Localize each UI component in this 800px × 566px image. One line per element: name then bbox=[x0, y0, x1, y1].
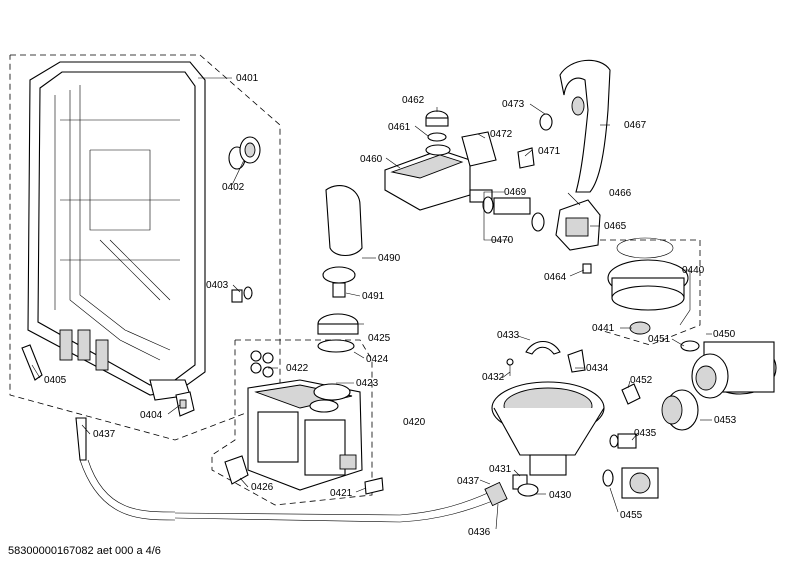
callout-0490: 0490 bbox=[378, 253, 401, 264]
callout-0466: 0466 bbox=[609, 188, 632, 199]
leader-lines bbox=[31, 77, 712, 530]
callout-0460: 0460 bbox=[360, 154, 383, 165]
small-connector-0403 bbox=[231, 286, 253, 303]
callout-0405: 0405 bbox=[44, 375, 67, 386]
valve-0465 bbox=[555, 199, 601, 274]
callout-0435: 0435 bbox=[634, 428, 657, 439]
seals-0422 bbox=[250, 350, 274, 378]
sensor-0435 bbox=[609, 433, 637, 449]
callout-0403: 0403 bbox=[206, 280, 229, 291]
callout-0423: 0423 bbox=[356, 378, 379, 389]
callout-0437-right: 0437 bbox=[457, 476, 480, 487]
callout-0430: 0430 bbox=[549, 490, 572, 501]
callout-0452: 0452 bbox=[630, 375, 653, 386]
cover-0433 bbox=[525, 340, 561, 355]
callout-0471: 0471 bbox=[538, 146, 561, 157]
fitting-0453 bbox=[661, 389, 699, 431]
callout-0470: 0470 bbox=[491, 235, 514, 246]
bellows-seal bbox=[228, 136, 261, 170]
callout-0450: 0450 bbox=[713, 329, 736, 340]
callout-0467: 0467 bbox=[624, 120, 647, 131]
callout-0421: 0421 bbox=[330, 488, 353, 499]
funnel-0490 bbox=[325, 185, 363, 257]
callout-0469: 0469 bbox=[504, 187, 527, 198]
clip-0471 bbox=[517, 147, 535, 169]
clip-0421 bbox=[364, 477, 384, 495]
document-footer-code: 58300000167082 aet 000 a 4/6 bbox=[8, 545, 161, 557]
detergent-dispenser-0420 bbox=[247, 379, 363, 491]
plate-0472 bbox=[461, 131, 497, 167]
callout-0424: 0424 bbox=[366, 354, 389, 365]
bracket-0434 bbox=[567, 349, 586, 373]
callout-0465: 0465 bbox=[604, 221, 627, 232]
callout-0472: 0472 bbox=[490, 129, 513, 140]
callout-0455: 0455 bbox=[620, 510, 643, 521]
callout-0491: 0491 bbox=[362, 291, 385, 302]
clip-0405 bbox=[21, 344, 43, 381]
callout-0432: 0432 bbox=[482, 372, 505, 383]
callout-0473: 0473 bbox=[502, 99, 525, 110]
callout-0434: 0434 bbox=[586, 363, 609, 374]
callout-0422: 0422 bbox=[286, 363, 309, 374]
cap-0491 bbox=[322, 266, 356, 298]
callout-0401: 0401 bbox=[236, 73, 259, 84]
tube-0467 bbox=[539, 59, 611, 193]
callout-0433: 0433 bbox=[497, 330, 520, 341]
screw-0432 bbox=[506, 358, 514, 376]
callout-0451: 0451 bbox=[648, 334, 671, 345]
circulation-pump-0450 bbox=[680, 340, 777, 399]
callout-0462: 0462 bbox=[402, 95, 425, 106]
reservoir-0460 bbox=[384, 144, 493, 211]
callout-0425: 0425 bbox=[368, 333, 391, 344]
connector-0404 bbox=[175, 391, 195, 417]
callout-0436: 0436 bbox=[468, 527, 491, 538]
callout-0431: 0431 bbox=[489, 464, 512, 475]
heater-ring-0440 bbox=[607, 237, 689, 335]
plug-0426 bbox=[224, 455, 249, 485]
callout-0441: 0441 bbox=[592, 323, 615, 334]
hose-segment-0469-0470 bbox=[482, 196, 545, 232]
clip-0452 bbox=[621, 383, 641, 405]
callout-0402: 0402 bbox=[222, 182, 245, 193]
callout-0420: 0420 bbox=[403, 417, 426, 428]
callout-0453: 0453 bbox=[714, 415, 737, 426]
callout-0464: 0464 bbox=[544, 272, 567, 283]
drain-pump-0455 bbox=[602, 467, 659, 499]
side-wall-panel bbox=[27, 61, 206, 401]
disc-0425 bbox=[317, 313, 359, 353]
callout-labels: 0401 0402 0403 0404 0405 0437 0462 0461 … bbox=[44, 73, 737, 538]
callout-0461: 0461 bbox=[388, 122, 411, 133]
callout-0437-left: 0437 bbox=[93, 429, 116, 440]
callout-0404: 0404 bbox=[140, 410, 163, 421]
drain-hose bbox=[75, 417, 508, 523]
callout-0426: 0426 bbox=[251, 482, 274, 493]
callout-0440: 0440 bbox=[682, 265, 705, 276]
cap-0462 bbox=[425, 110, 449, 142]
sump-0430 bbox=[491, 381, 605, 497]
